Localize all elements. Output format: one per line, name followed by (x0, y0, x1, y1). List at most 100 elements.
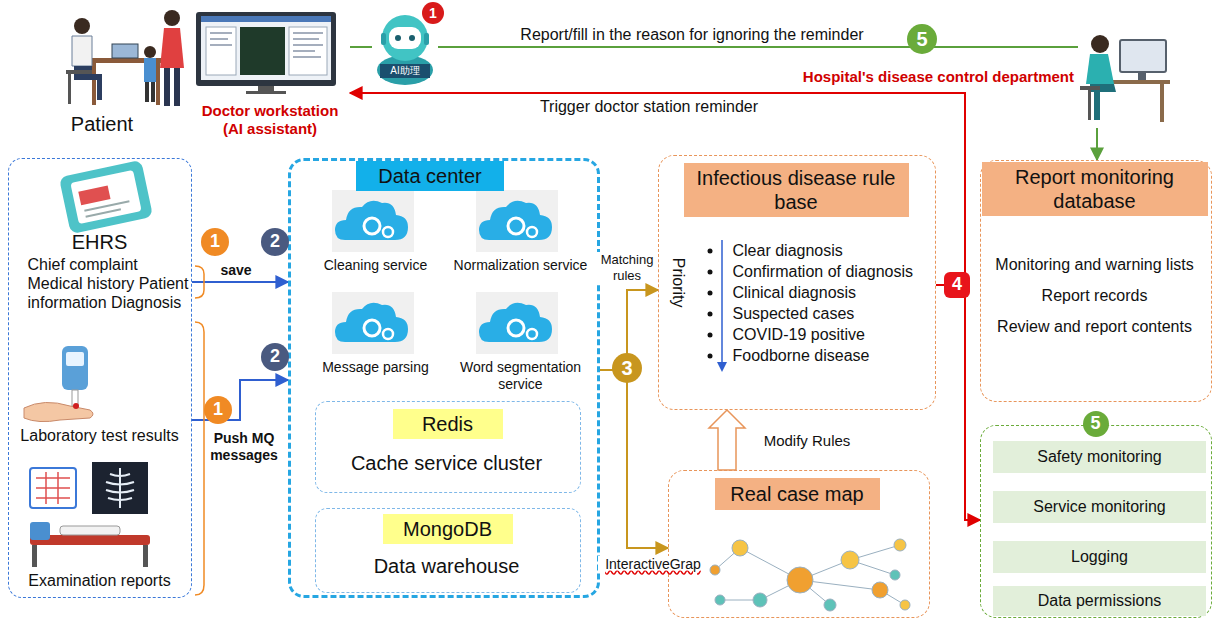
graphic-circle (395, 35, 401, 41)
glucose-meter-icon (24, 346, 93, 422)
graphic-rect (156, 63, 160, 105)
graphic-circle (364, 218, 380, 234)
node-body-text: Laboratory test results (10, 426, 190, 445)
case-map-box: Real case map (668, 470, 930, 618)
graphic-circle (872, 582, 888, 598)
graphic-use (335, 303, 408, 342)
node-body-text: COVID-19 positive (733, 325, 933, 344)
graphic-circle (890, 570, 900, 580)
graphic-circle (900, 600, 910, 610)
graphic-path (72, 36, 92, 66)
node-text: MongoDB (383, 514, 513, 544)
node-body-text: Review and report contents (980, 317, 1210, 336)
graphic-circle (708, 333, 713, 338)
node-text: Logging (993, 541, 1206, 573)
node-text: Service monitoring (993, 491, 1206, 523)
robot-icon (377, 15, 433, 85)
graphic-rect (68, 74, 71, 104)
node-text: Normalization service (443, 257, 598, 274)
graphic-rect (143, 545, 148, 567)
graphic-circle (841, 551, 859, 569)
graphic-rect (201, 16, 331, 22)
node-body-text: Data warehouse (315, 554, 579, 578)
graphic-circle (715, 595, 725, 605)
graphic-circle (710, 565, 720, 575)
node-body-text: Examination reports (8, 571, 192, 590)
callout-number: 1 (422, 2, 444, 24)
graphic-rect (476, 190, 558, 252)
graphic-rect (1080, 86, 1100, 90)
workstation-node: Doctor workstation (AI assistant) (190, 8, 350, 140)
node-text: Redis (393, 409, 503, 439)
graphic-rect (332, 292, 414, 354)
node-text: Report monitoring database (982, 162, 1208, 216)
callout-number: 1 (204, 396, 232, 424)
node-body-text: Cache service cluster (315, 451, 579, 475)
graphic-path (1086, 54, 1114, 84)
graphic-circle (894, 539, 906, 551)
graphic-circle (787, 567, 813, 593)
monitor-item: Logging (993, 541, 1206, 573)
graphic-rect (112, 44, 138, 58)
graphic-circle (382, 15, 428, 61)
source-group: EHRSChief complaint Medical history Pati… (8, 158, 192, 598)
graphic-rect (201, 16, 331, 80)
node-body-text: Clear diagnosis (733, 241, 933, 260)
service-node: Normalization service (443, 191, 598, 291)
graphic-rect (70, 170, 141, 224)
graphic-circle (409, 35, 415, 41)
patient-scene (66, 10, 184, 106)
monitor-item: Safety monitoring (993, 441, 1206, 473)
graphic-circle (708, 270, 713, 275)
graphic-circle (144, 46, 156, 58)
node-text: Safety monitoring (993, 441, 1206, 473)
graphic-rect (145, 82, 149, 102)
monitor-item: Service monitoring (993, 491, 1206, 523)
graphic-path (721, 240, 723, 368)
graphic-rect (246, 91, 286, 94)
data-center-group: Data centerCleaning serviceNormalization… (288, 158, 600, 598)
graphic-circle (708, 354, 713, 359)
edge-label: Push MQ messages (206, 430, 282, 464)
node-text: AI助理 (380, 64, 430, 78)
node-body-text: Chief complaint Medical history Patient … (28, 255, 193, 313)
node-body-text: Priority (668, 242, 687, 322)
node-text: Infectious disease rule base (684, 163, 909, 217)
callout-number: 4 (944, 272, 970, 298)
graphic-rect (92, 63, 96, 105)
graphic-rect (381, 33, 386, 45)
node-body-text: Suspected cases (733, 304, 933, 323)
connector (192, 281, 288, 283)
priority-arrow (708, 240, 728, 372)
node-body-text: Confirmation of diagnosis (733, 262, 933, 281)
connector (709, 410, 745, 470)
graphic-circle (383, 227, 393, 237)
robot-node: AI助理 (372, 14, 438, 86)
graphic-path (335, 201, 408, 240)
callout-number: 5 (907, 24, 937, 54)
graphic-circle (708, 249, 713, 254)
node-text: EHRS (8, 230, 192, 254)
graphic-rect (174, 68, 180, 106)
graphic-rect (32, 545, 37, 567)
graphic-circle (753, 593, 767, 607)
graphic-circle (73, 403, 79, 409)
service-node: Message parsing (313, 293, 438, 393)
graphic-rect (196, 12, 336, 86)
graphic-rect (59, 160, 153, 234)
callout-number: 2 (261, 228, 289, 256)
graphic-path (717, 362, 727, 372)
bed-xray-icon (30, 462, 150, 567)
monitor-icon (196, 12, 336, 94)
graphic-circle (1091, 35, 1109, 53)
node-text: Data center (356, 161, 504, 191)
graphic-rect (78, 185, 110, 205)
node-text: 5 (1083, 411, 1109, 437)
graphic-rect (30, 468, 76, 508)
node-body-text: Foodborne disease (733, 346, 933, 365)
graphic-circle (708, 312, 713, 317)
node-body-text: Monitoring and warning lists (980, 255, 1210, 274)
